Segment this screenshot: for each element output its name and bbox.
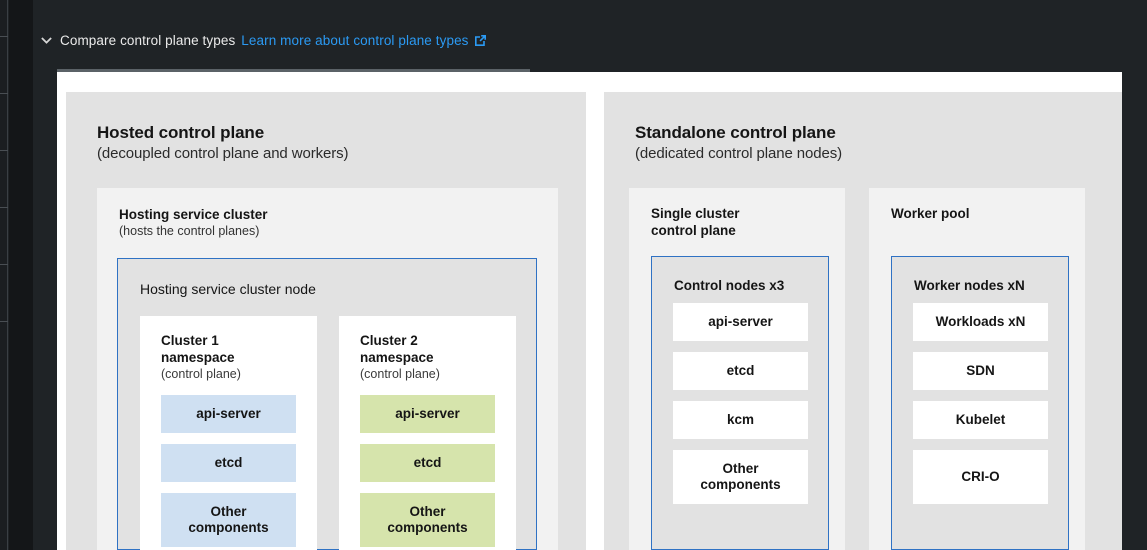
component-chip-line2: components xyxy=(387,520,468,535)
component-chip: api-server xyxy=(673,303,808,341)
panel-hosted-control-plane: Hosted control plane (decoupled control … xyxy=(66,92,586,550)
diagram-canvas: Hosted control plane (decoupled control … xyxy=(57,72,1122,550)
panel-standalone-control-plane: Standalone control plane (dedicated cont… xyxy=(604,92,1122,550)
learn-more-link[interactable]: Learn more about control plane types xyxy=(241,32,486,48)
rail-divider xyxy=(0,150,8,151)
namespace-title-line2: namespace xyxy=(161,349,235,365)
accordion-header[interactable]: Compare control plane types Learn more a… xyxy=(33,24,1147,56)
node-control-nodes: Control nodes x3 api-server etcd kcm Oth… xyxy=(651,256,829,550)
subpanel-hosting-title: Hosting service cluster xyxy=(119,207,268,222)
rail-divider xyxy=(0,264,8,265)
subpanel-hosting-subtitle: (hosts the control planes) xyxy=(119,223,260,238)
subpanel-worker-pool: Worker pool Worker nodes xN Workloads xN… xyxy=(869,188,1085,550)
subpanel-single-header: Single cluster control plane xyxy=(651,206,740,240)
component-chip-line2: components xyxy=(188,520,269,535)
node-hosting-service-cluster-node: Hosting service cluster node Cluster 1 n… xyxy=(117,258,537,550)
chevron-down-icon[interactable] xyxy=(35,29,57,51)
component-chip: Kubelet xyxy=(913,401,1048,439)
node-control-label: Control nodes x3 xyxy=(674,278,785,293)
rail-divider xyxy=(0,321,8,322)
namespace-subtitle-cluster-2: (control plane) xyxy=(360,367,440,381)
namespace-title-cluster-2: Cluster 2 namespace xyxy=(360,333,434,367)
subpanel-worker-header: Worker pool xyxy=(891,206,970,223)
namespace-subtitle-cluster-1: (control plane) xyxy=(161,367,241,381)
component-chip-line1: Other xyxy=(210,503,247,519)
component-chip: Workloads xN xyxy=(913,303,1048,341)
rail-divider xyxy=(0,36,8,37)
panel-standalone-subtitle: (dedicated control plane nodes) xyxy=(635,145,843,163)
namespace-title-line1: Cluster 2 xyxy=(360,333,418,348)
node-worker-label: Worker nodes xN xyxy=(914,278,1025,293)
panel-hosted-header: Hosted control plane (decoupled control … xyxy=(97,122,349,164)
component-chip: Other components xyxy=(673,450,808,504)
subpanel-hosting-service-cluster: Hosting service cluster (hosts the contr… xyxy=(97,188,558,550)
horizontal-scrollbar-thumb[interactable] xyxy=(57,69,530,72)
external-link-icon xyxy=(474,34,487,47)
namespace-card-cluster-2: Cluster 2 namespace (control plane) api-… xyxy=(339,316,516,550)
node-worker-nodes: Worker nodes xN Workloads xN SDN Kubelet… xyxy=(891,256,1069,550)
rail-divider xyxy=(0,207,8,208)
learn-more-link-label: Learn more about control plane types xyxy=(241,33,469,48)
component-chip-line1: Other xyxy=(409,503,446,519)
rail-divider xyxy=(0,93,8,94)
panel-hosted-title: Hosted control plane xyxy=(97,123,265,142)
left-rail xyxy=(0,0,8,550)
panel-standalone-header: Standalone control plane (dedicated cont… xyxy=(635,122,842,164)
component-chip: SDN xyxy=(913,352,1048,390)
rail-gutter xyxy=(9,0,33,550)
panel-standalone-title: Standalone control plane xyxy=(635,123,836,142)
component-chip: etcd xyxy=(673,352,808,390)
subpanel-worker-title-line1: Worker pool xyxy=(891,206,970,221)
panel-hosted-subtitle: (decoupled control plane and workers) xyxy=(97,145,349,163)
component-chip: api-server xyxy=(161,395,296,433)
horizontal-scrollbar[interactable] xyxy=(57,69,1122,72)
component-chip: api-server xyxy=(360,395,495,433)
namespace-title-line1: Cluster 1 xyxy=(161,333,219,348)
component-chip-line2: components xyxy=(700,477,781,492)
component-chip: Other components xyxy=(360,493,495,547)
component-chip: etcd xyxy=(161,444,296,482)
subpanel-single-title-line1: Single cluster xyxy=(651,206,740,221)
namespace-title-line2: namespace xyxy=(360,349,434,365)
namespace-card-cluster-1: Cluster 1 namespace (control plane) api-… xyxy=(140,316,317,550)
node-hosting-label: Hosting service cluster node xyxy=(140,281,316,297)
component-chip: CRI-O xyxy=(913,450,1048,504)
component-chip-line1: Other xyxy=(722,460,759,476)
component-chip: Other components xyxy=(161,493,296,547)
subpanel-single-title-line2: control plane xyxy=(651,222,736,238)
namespace-title-cluster-1: Cluster 1 namespace xyxy=(161,333,235,367)
component-chip: kcm xyxy=(673,401,808,439)
subpanel-hosting-header: Hosting service cluster (hosts the contr… xyxy=(119,207,268,240)
subpanel-single-cluster-control-plane: Single cluster control plane Control nod… xyxy=(629,188,845,550)
component-chip: etcd xyxy=(360,444,495,482)
accordion-title: Compare control plane types xyxy=(60,32,236,48)
